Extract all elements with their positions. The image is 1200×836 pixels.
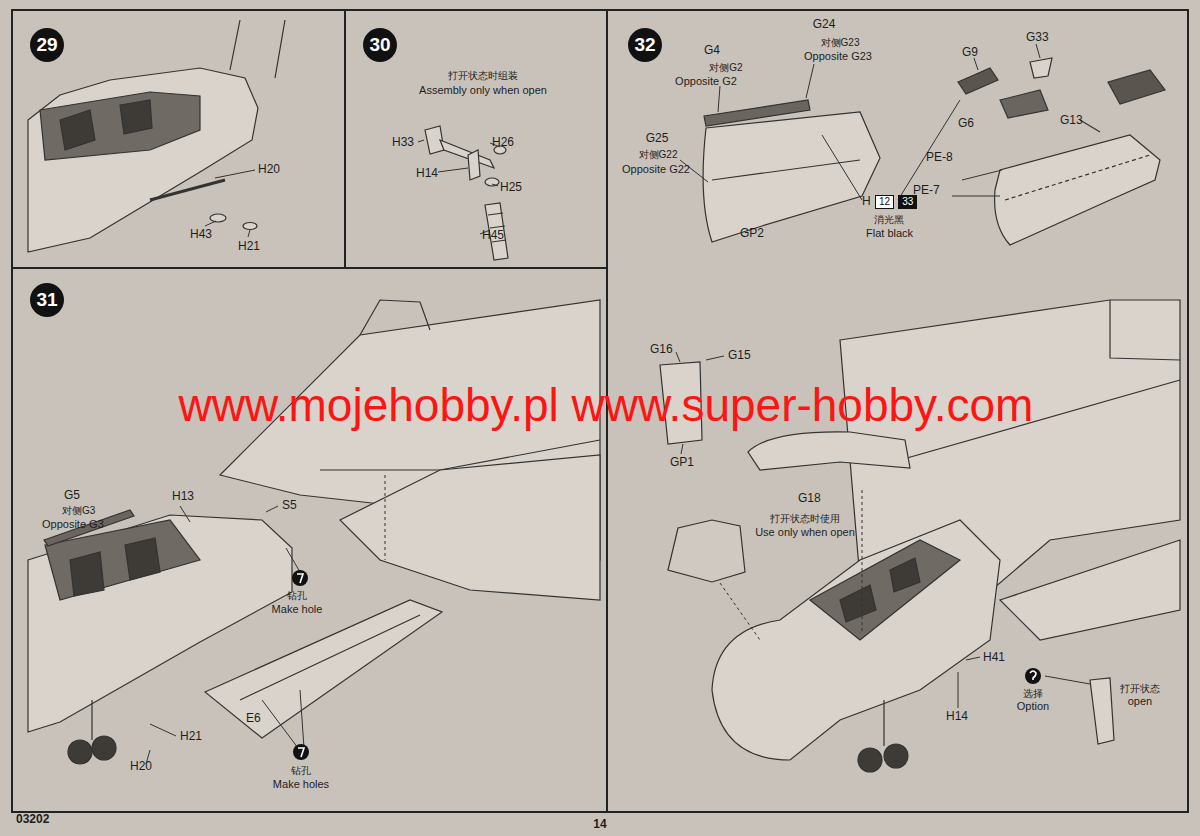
step-number: 30 <box>363 28 397 62</box>
part-label: PE-7 <box>913 184 940 197</box>
part-label: H20 <box>130 760 152 773</box>
part-label: H21 <box>180 730 202 743</box>
part-label: G6 <box>958 117 974 130</box>
part-label: S5 <box>282 499 297 512</box>
part-label: H14 <box>946 710 968 723</box>
page-footer: 03202 <box>16 813 49 826</box>
paint-code: 12 <box>879 196 890 207</box>
part-label: 对侧G23 <box>821 37 860 48</box>
part-label: H <box>862 195 871 208</box>
part-label: G25 <box>646 132 669 145</box>
part-label: 钻孔 <box>287 590 307 601</box>
watermark: www.mojehobby.pl www.super-hobby.com <box>179 380 1034 431</box>
part-label: G13 <box>1060 114 1083 127</box>
paint-chip: 33 <box>898 195 917 209</box>
part-label: Opposite G2 <box>675 75 737 87</box>
step-number-text: 32 <box>634 34 655 56</box>
paint-code: 33 <box>902 196 913 207</box>
page-footer: 14 <box>593 818 606 831</box>
part-label: H41 <box>983 651 1005 664</box>
part-label: 选择 <box>1023 688 1043 699</box>
part-label: H33 <box>392 136 414 149</box>
part-label: 打开状态 <box>1120 683 1160 694</box>
part-label: Use only when open <box>755 526 855 538</box>
part-label: G33 <box>1026 31 1049 44</box>
part-label: G15 <box>728 349 751 362</box>
part-label: H13 <box>172 490 194 503</box>
part-label: 对侧G2 <box>709 62 742 73</box>
part-label: Assembly only when open <box>419 84 547 96</box>
part-label: H25 <box>500 181 522 194</box>
part-label: G9 <box>962 46 978 59</box>
step-number-text: 31 <box>36 289 57 311</box>
part-label: Opposite G23 <box>804 50 872 62</box>
part-label: 打开状态时使用 <box>770 513 840 524</box>
step-number: 29 <box>30 28 64 62</box>
part-label: Make holes <box>273 778 329 790</box>
part-label: PE-8 <box>926 151 953 164</box>
step-number: 32 <box>628 28 662 62</box>
part-label: H20 <box>258 163 280 176</box>
step-number: 31 <box>30 283 64 317</box>
part-label: Option <box>1017 700 1049 712</box>
step-number-text: 30 <box>369 34 390 56</box>
part-label: H45 <box>482 229 504 242</box>
part-label: Make hole <box>272 603 323 615</box>
part-label: G24 <box>813 18 836 31</box>
step-number-text: 29 <box>36 34 57 56</box>
part-label: 钻孔 <box>291 765 311 776</box>
part-label: H43 <box>190 228 212 241</box>
part-label: G4 <box>704 44 720 57</box>
part-label: E6 <box>246 712 261 725</box>
part-label: H26 <box>492 136 514 149</box>
part-label: GP2 <box>740 227 764 240</box>
part-label: G5 <box>64 489 80 502</box>
part-label: Flat black <box>866 227 913 239</box>
part-label: G18 <box>798 492 821 505</box>
part-label: 对侧G22 <box>639 149 678 160</box>
part-label: 消光黑 <box>874 214 904 225</box>
part-label: GP1 <box>670 456 694 469</box>
part-label: Opposite G3 <box>42 518 104 530</box>
part-label: H21 <box>238 240 260 253</box>
part-label: G16 <box>650 343 673 356</box>
part-label: 打开状态时组装 <box>448 70 518 81</box>
part-label: open <box>1128 695 1152 707</box>
paint-chip: 12 <box>875 195 894 209</box>
part-label: Opposite G22 <box>622 163 690 175</box>
part-label: H14 <box>416 167 438 180</box>
part-label: 对侧G3 <box>62 505 95 516</box>
